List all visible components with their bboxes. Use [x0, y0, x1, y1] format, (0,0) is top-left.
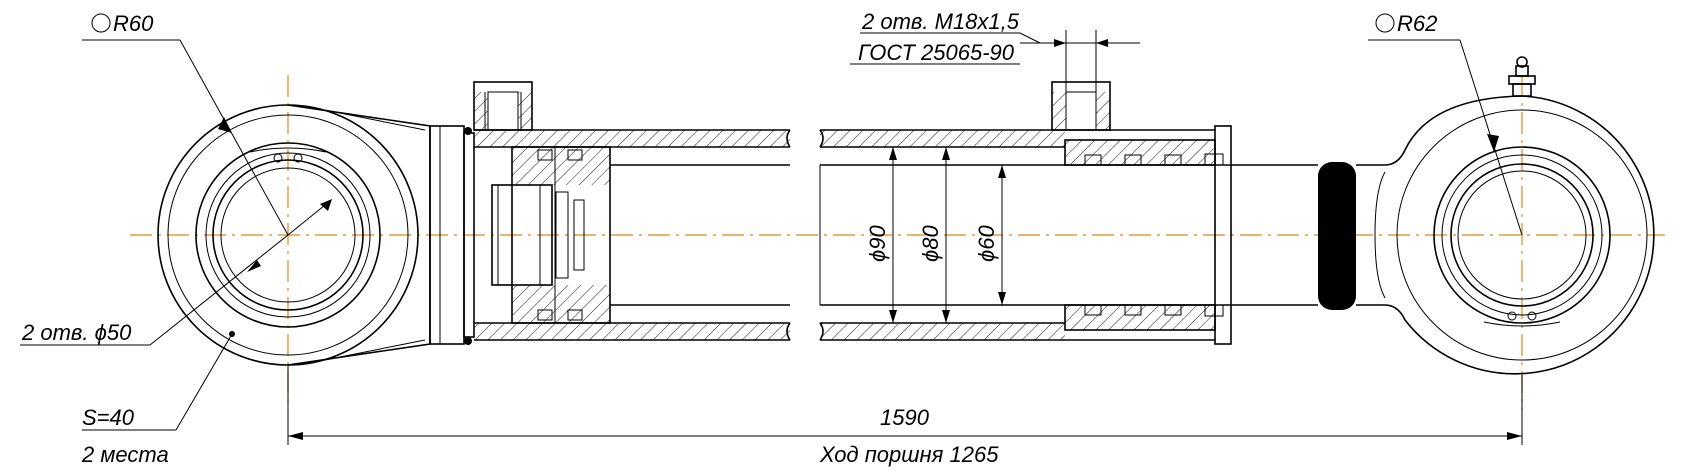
leaders — [20, 30, 1523, 431]
label-thread-standard: ГОСТ 25065-90 — [858, 40, 1015, 65]
label-radius-right: R62 — [1397, 11, 1437, 36]
label-length: 1590 — [880, 405, 930, 430]
rod-gland — [1064, 125, 1232, 345]
label-dia-80: ϕ80 — [918, 225, 943, 262]
label-dia-60: ϕ60 — [974, 225, 999, 262]
length-dimension — [287, 365, 1523, 445]
diameter-dimensions — [889, 147, 1006, 323]
radius-symbol-icon — [91, 13, 111, 33]
label-places: 2 места — [81, 442, 169, 467]
center-axes — [130, 75, 1665, 410]
label-stroke: Ход поршня 1265 — [819, 442, 999, 467]
barrel-right-segment — [819, 129, 1215, 341]
grease-nipple — [1508, 56, 1536, 97]
rear-end-cap — [429, 125, 475, 345]
label-thread-holes: 2 отв. М18х1,5 — [861, 9, 1020, 34]
radius-symbol-icon — [1375, 13, 1395, 33]
rear-port-boss — [473, 81, 533, 131]
label-thickness: S=40 — [82, 405, 135, 430]
label-radius-left: R60 — [113, 11, 154, 36]
right-eye — [1374, 56, 1655, 375]
front-port-boss — [1051, 81, 1111, 131]
label-bore-holes: 2 отв. ϕ50 — [21, 320, 132, 345]
piston — [491, 146, 620, 324]
rod-wiper — [1318, 162, 1385, 310]
label-dia-90: ϕ90 — [865, 225, 890, 262]
labels: R60 R62 2 отв. М18х1,5 ГОСТ 25065-90 2 о… — [21, 9, 1437, 467]
